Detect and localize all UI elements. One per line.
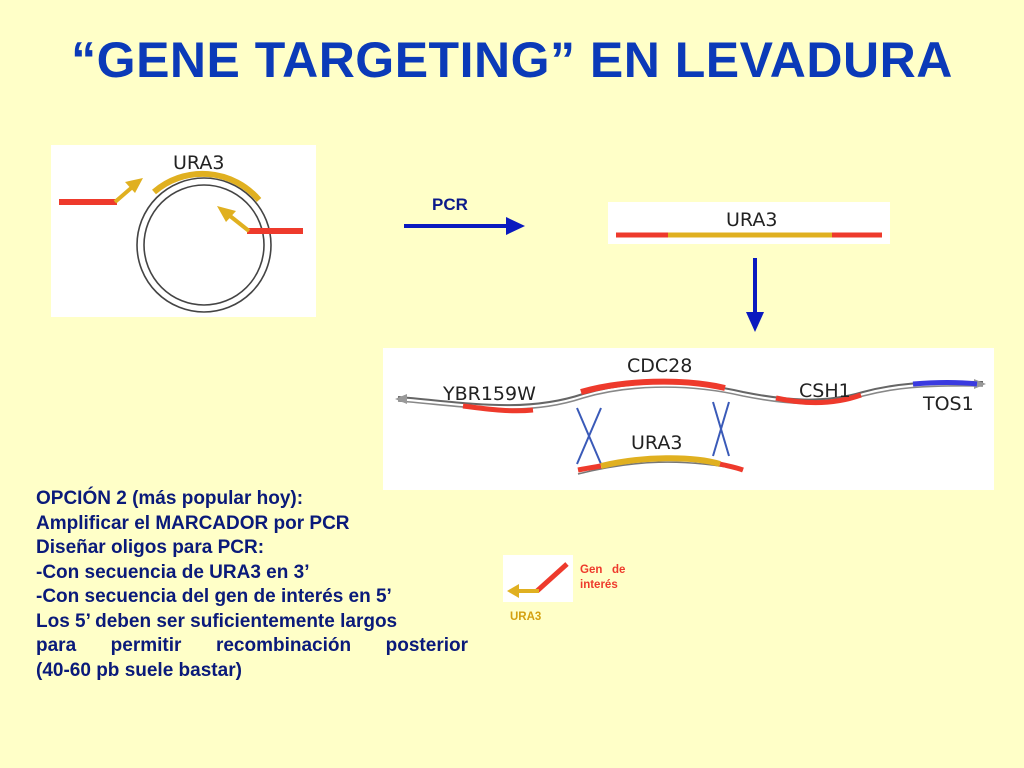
chromosome-diagram: YBR159W CDC28 CSH1 TOS1 URA3	[395, 355, 986, 475]
legend-gene-line-2: interés	[580, 579, 618, 591]
plasmid-panel: URA3	[51, 145, 316, 317]
text-line: Diseñar oligos para PCR:	[36, 537, 265, 558]
pcr-arrowhead	[506, 217, 525, 235]
gene-label-tos1: TOS1	[922, 393, 974, 415]
plasmid-ura3-label: URA3	[173, 152, 224, 174]
plasmid-outer-circle	[136, 177, 272, 313]
chromosome-panel: YBR159W CDC28 CSH1 TOS1 URA3	[383, 348, 994, 490]
text-line: -Con secuencia del gen de interés en 5’	[36, 586, 392, 607]
plasmid-inner-circle	[143, 184, 265, 306]
right-primer-arrowhead	[217, 206, 236, 222]
explanation-text: OPCIÓN 2 (más popular hoy): Amplificar e…	[36, 487, 468, 683]
text-line: Los 5’ deben ser suficientemente largos	[36, 610, 398, 632]
legend-red-segment	[535, 562, 569, 593]
page-title: “GENE TARGETING” EN LEVADURA	[71, 32, 953, 88]
down-arrow	[746, 258, 764, 332]
pcr-label: PCR	[432, 195, 468, 214]
text-word: permitir	[110, 635, 182, 656]
text-line: OPCIÓN 2 (más popular hoy):	[36, 488, 304, 509]
chromosome-strand-top	[397, 380, 984, 407]
legend-arrowhead	[507, 584, 519, 598]
gene-label-csh1: CSH1	[799, 380, 851, 402]
gene-label-ybr159w: YBR159W	[442, 383, 536, 405]
text-line: Amplificar el MARCADOR por PCR	[36, 512, 350, 534]
down-arrowhead	[746, 312, 764, 332]
text-line-justified: para permitir recombinación posterior	[36, 634, 468, 659]
product-ura3-label: URA3	[726, 209, 777, 231]
legend-gene-label: Gen de interés	[580, 563, 625, 593]
pcr-product-panel: URA3	[608, 202, 890, 244]
ura3-plasmid-segment	[152, 170, 262, 202]
legend-gene-line-1: Gen de	[580, 564, 626, 576]
text-word: para	[36, 635, 77, 656]
text-line: (40-60 pb suele bastar)	[36, 659, 242, 681]
crossover-left-b	[576, 407, 602, 465]
cdc28-segment	[580, 378, 726, 395]
insert-right-red	[719, 461, 744, 473]
tos1-segment	[912, 380, 978, 387]
legend-ura3-label: URA3	[510, 611, 542, 623]
ybr159w-segment	[462, 403, 534, 414]
pcr-product-diagram: URA3	[616, 209, 882, 238]
left-primer-arrowhead	[125, 178, 143, 193]
text-word: recombinación	[215, 635, 352, 656]
gene-label-cdc28: CDC28	[627, 355, 692, 377]
text-line: -Con secuencia de URA3 en 3’	[36, 561, 310, 583]
insert-left-red	[577, 463, 602, 473]
text-word: posterior	[385, 635, 468, 656]
plasmid-diagram: URA3	[59, 152, 303, 313]
insert-ura3-gold	[600, 455, 721, 469]
insert-ura3-label: URA3	[631, 432, 682, 454]
chromosome-left-arrow	[395, 394, 407, 404]
crossover-right-b	[712, 401, 730, 457]
primer-legend-panel	[503, 555, 573, 602]
pcr-arrow-group: PCR	[404, 195, 525, 235]
csh1-segment	[775, 392, 862, 405]
primer-legend-diagram	[507, 562, 569, 598]
